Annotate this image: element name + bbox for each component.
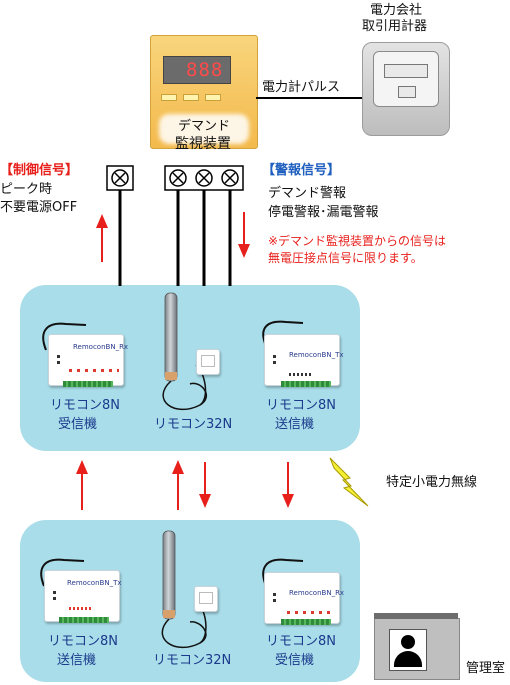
arrow-down-icon [282,462,294,508]
wireless-label: 特定小電力無線 [386,475,478,490]
bottom-receiver-label-line2: 受信機 [275,653,315,668]
demand-monitor: 888 [150,35,258,149]
top-sender-brand: RemoconBN_Tx [289,351,344,359]
monitor-label-line1: デマンド [178,119,231,134]
control-heading: 【制御信号】 [0,163,79,178]
room-label: 管理室 [466,661,506,676]
top-sender-device: RemoconBN_Tx [264,334,344,387]
terminal-x-icon [164,165,244,191]
control-line1: ピーク時 [0,182,53,197]
bottom-sender-label-line2: 送信機 [57,653,97,668]
arrow-up-icon [172,460,184,510]
lightning-icon [329,457,369,507]
cable-top-left [42,322,87,351]
terminal-x-icon [106,165,134,191]
top-antenna-interface [196,349,220,375]
bottom-sender-brand: RemoconBN_Tx [67,579,122,587]
top-receiver-device: RemoconBN_Rx [48,334,128,387]
pulse-label: 電力計パルス [262,80,341,95]
note-line2: 無電圧接点信号に限ります。 [268,251,423,265]
monitor-display-digits: 888 [186,59,224,81]
meter-window [373,51,439,107]
management-room-sign [374,613,460,680]
bottom-antenna-interface [194,586,218,612]
arrow-down-icon [199,462,211,508]
top-sender-label-line1: リモコン8N [266,398,336,413]
alarm-heading: 【警報信号】 [262,163,341,178]
meter-title-line1: 電力会社 [370,3,423,18]
top-antenna-label: リモコン32N [154,417,233,432]
alarm-line2: 停電警報･漏電警報 [268,205,379,220]
top-receiver-brand: RemoconBN_Rx [73,343,129,351]
bottom-receiver-label-line1: リモコン8N [266,634,336,649]
alarm-line1: デマンド警報 [268,186,347,201]
bottom-sender-label-line1: リモコン8N [48,634,118,649]
arrow-up-icon [96,214,108,262]
top-receiver-label-line1: リモコン8N [50,398,120,413]
person-icon [389,629,427,671]
bottom-antenna-label: リモコン32N [153,653,232,668]
antenna-top [162,292,207,411]
meter-title-line2: 取引用計器 [362,19,428,34]
arrow-up-icon [76,460,88,510]
note-line1: ※デマンド監視装置からの信号は [268,234,447,248]
antenna-bottom [161,530,207,649]
cable-bot-left [40,558,85,587]
control-line2: 不要電源OFF [0,200,78,215]
bottom-sender-device: RemoconBN_Tx [44,570,122,623]
arrow-down-icon [238,212,250,258]
monitor-label-line2: 監視装置 [175,136,231,152]
monitor-display: 888 [163,56,231,84]
top-sender-label-line2: 送信機 [275,417,315,432]
electricity-meter [362,42,450,136]
bottom-receiver-device: RemoconBN_Rx [264,572,344,625]
top-receiver-label-line2: 受信機 [58,417,98,432]
bottom-receiver-brand: RemoconBN_Rx [289,589,345,597]
